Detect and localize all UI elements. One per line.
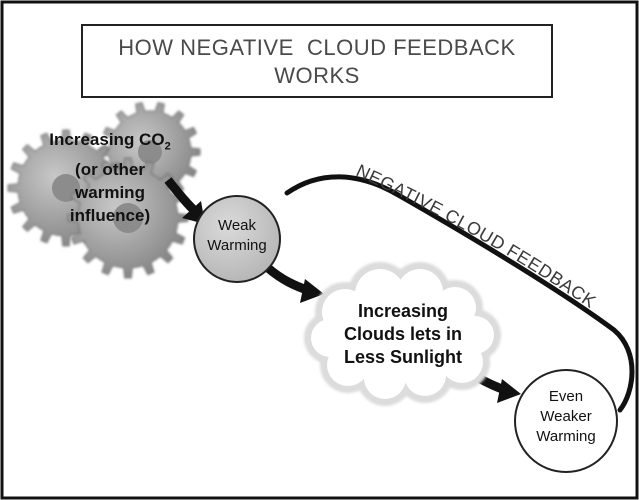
- gear-hub-1: [138, 140, 162, 164]
- title-line-2: WORKS: [274, 63, 360, 88]
- weak-warming-text: Weak Warming: [197, 216, 277, 256]
- co2-label-line-1: Increasing CO2: [22, 128, 198, 158]
- arrow-weak-to-clouds: [265, 264, 324, 303]
- gears-icon: [7, 102, 201, 279]
- co2-label-text: Increasing CO: [49, 130, 165, 149]
- weak-warming-node: [193, 195, 281, 283]
- feedback-loop-line: [284, 174, 635, 413]
- cloud-text-line-3: Less Sunlight: [343, 347, 462, 367]
- cloud-text: Increasing Clouds lets in Less Sunlight: [328, 300, 478, 369]
- even-weaker-line-1: Even: [548, 388, 584, 405]
- cloud-icon: [304, 262, 501, 406]
- even-weaker-line-2: Weaker: [540, 408, 592, 425]
- co2-label-line-3: warming: [75, 183, 145, 203]
- even-weaker-line-3: Warming: [536, 428, 596, 445]
- even-weaker-warming-node: [514, 369, 618, 473]
- co2-label-line-4: influence): [69, 206, 151, 226]
- cloud-text-line-2: Clouds lets in: [343, 324, 462, 344]
- co2-label: Increasing CO2 (or other warming influen…: [22, 128, 198, 227]
- co2-label-line-2: (or other: [75, 160, 145, 180]
- cloud-core: [332, 298, 472, 374]
- weak-warming-line-2: Warming: [207, 237, 267, 254]
- title-box: HOW NEGATIVE CLOUD FEEDBACK WORKS: [81, 24, 553, 98]
- gear-hub-3: [113, 203, 143, 233]
- title-line-1: HOW NEGATIVE CLOUD FEEDBACK: [118, 35, 516, 60]
- cloud-text-line-1: Increasing: [357, 301, 449, 321]
- co2-subscript: 2: [164, 140, 171, 153]
- even-weaker-warming-text: Even Weaker Warming: [520, 387, 612, 447]
- weak-warming-line-1: Weak: [217, 217, 257, 234]
